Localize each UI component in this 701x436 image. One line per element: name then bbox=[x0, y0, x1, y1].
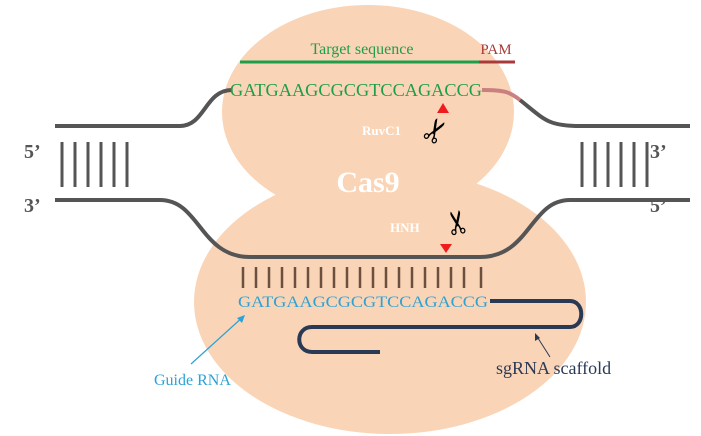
left-top-end-label: 5’ bbox=[24, 141, 41, 163]
cas9-upper-lobe bbox=[222, 5, 514, 219]
pam-label: PAM bbox=[480, 42, 511, 58]
cas9-label: Cas9 bbox=[336, 166, 399, 199]
target-dna-sequence: GATGAAGCGCGTCCAGACCG bbox=[230, 80, 482, 100]
ruvc-label: RuvC1 bbox=[362, 123, 401, 138]
left-bottom-end-label: 3’ bbox=[24, 195, 41, 217]
right-top-end-label: 3’ bbox=[650, 141, 667, 163]
cas9-lower-lobe bbox=[194, 170, 586, 434]
dna-pam-strand bbox=[481, 88, 522, 102]
left-base-pairs bbox=[60, 142, 129, 187]
guide-rna-pointer bbox=[190, 315, 245, 365]
dna-top-strand bbox=[55, 88, 233, 128]
scaffold-label: sgRNA scaffold bbox=[496, 358, 611, 378]
dna-top-strand-right bbox=[518, 98, 690, 128]
hnh-cut-arrowhead-icon bbox=[440, 244, 452, 253]
scissors-icon: ✂ bbox=[436, 206, 478, 239]
right-bottom-end-label: 5’ bbox=[650, 195, 667, 217]
guide-arrowhead-icon bbox=[237, 315, 245, 323]
sgrna-scaffold bbox=[297, 299, 584, 354]
dna-bottom-strand bbox=[55, 198, 690, 259]
guide-rna-label: Guide RNA bbox=[154, 372, 231, 389]
target-sequence-label: Target sequence bbox=[311, 41, 414, 58]
guide-base-pairs bbox=[241, 267, 483, 288]
scaffold-arrowhead-icon bbox=[535, 333, 540, 341]
hnh-label: HNH bbox=[390, 220, 420, 235]
right-base-pairs bbox=[580, 142, 649, 187]
guide-rna-sequence: GATGAAGCGCGTCCAGACCG bbox=[238, 294, 488, 311]
ruvc-cut-arrowhead-icon bbox=[437, 103, 449, 113]
